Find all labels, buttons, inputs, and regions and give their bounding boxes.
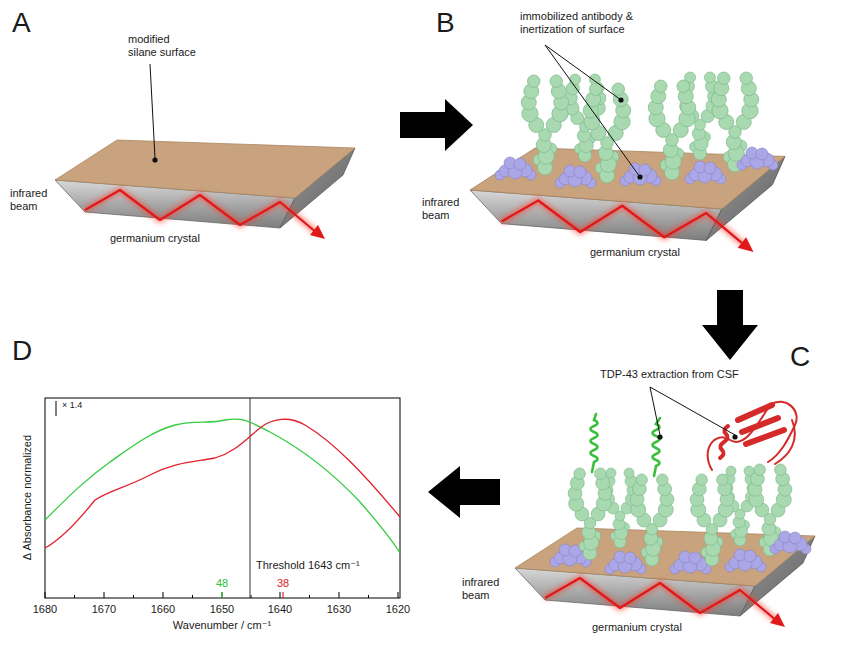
- leader-line: [650, 387, 660, 435]
- axis-tick-label: 1630: [327, 603, 351, 616]
- block-arrow: [702, 290, 758, 360]
- crystal-label: germanium crystal: [590, 246, 680, 259]
- scale-label: × 1.4: [62, 400, 82, 411]
- leader-line: [545, 45, 621, 100]
- peak-label: 38: [277, 577, 289, 590]
- antibody-layer: [495, 72, 778, 188]
- axis-title: Wavenumber / cm⁻¹: [173, 619, 271, 632]
- spectrum-curve: [45, 419, 400, 553]
- axis-tick-label: 1680: [33, 603, 57, 616]
- axis-ticks: [45, 592, 398, 598]
- leader-dot: [618, 97, 623, 102]
- peak-label: 48: [216, 577, 228, 590]
- callout-label: TDP-43 extraction from CSF: [600, 368, 739, 381]
- crystal-label: germanium crystal: [110, 232, 200, 245]
- axis-tick-label: 1620: [386, 603, 410, 616]
- antibody-layer: [550, 464, 811, 574]
- leader-dot: [732, 434, 737, 439]
- germanium-crystal: [470, 148, 785, 252]
- leader-dot: [152, 157, 157, 162]
- tdp43-protein: [708, 402, 797, 470]
- panel-letter: D: [12, 334, 32, 368]
- leader-line: [150, 64, 155, 158]
- plot-frame: [45, 398, 400, 598]
- beam-label: infrared beam: [422, 196, 470, 222]
- axis-title: Δ Absorbance normalized: [21, 435, 34, 560]
- axis-tick-label: 1670: [92, 603, 116, 616]
- panel-letter: B: [436, 6, 455, 40]
- germanium-crystal: [55, 140, 355, 239]
- threshold-line: [250, 398, 251, 598]
- leader-line: [545, 45, 640, 177]
- threshold-label: Threshold 1643 cm⁻¹: [256, 559, 360, 572]
- panel-letter: A: [12, 6, 31, 40]
- axis-tick-label: 1650: [210, 603, 234, 616]
- crystal-label: germanium crystal: [592, 621, 682, 634]
- callout-label: modified silane surface: [128, 33, 199, 59]
- axis-tick-label: 1640: [268, 603, 292, 616]
- panel-letter: C: [790, 340, 810, 374]
- beam-label: infrared beam: [462, 576, 510, 602]
- leader-line: [650, 387, 735, 435]
- peak-tick: [282, 592, 283, 598]
- leader-dot: [637, 174, 642, 179]
- axis-tick-label: 1660: [151, 603, 175, 616]
- block-arrow: [428, 466, 500, 518]
- peak-tick: [221, 592, 222, 598]
- tdp43-helix: [591, 414, 661, 476]
- leader-dot: [657, 434, 662, 439]
- beam-label: infrared beam: [10, 187, 60, 213]
- scale-bar: [56, 401, 57, 416]
- callout-label: immobilized antibody & inertization of s…: [520, 10, 638, 36]
- block-arrow: [400, 99, 473, 151]
- spectrum-curve: [45, 419, 400, 548]
